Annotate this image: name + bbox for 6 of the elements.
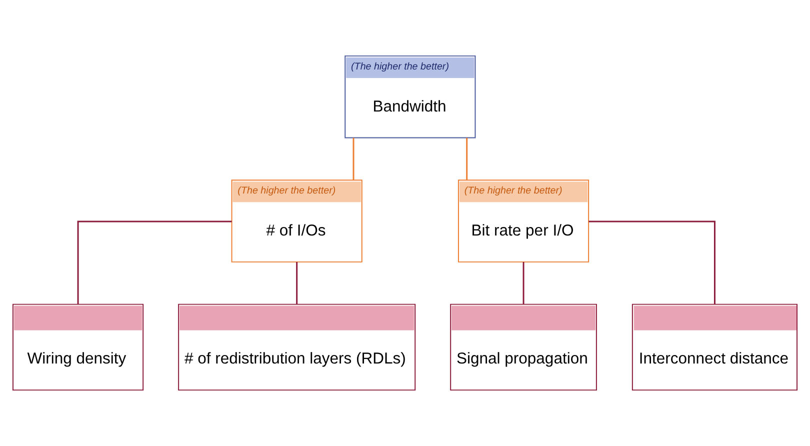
connector: [77, 220, 232, 304]
connector: [522, 262, 524, 304]
connector: [466, 138, 468, 180]
connector: [296, 262, 298, 304]
connector: [588, 220, 716, 304]
connector: [352, 138, 354, 180]
